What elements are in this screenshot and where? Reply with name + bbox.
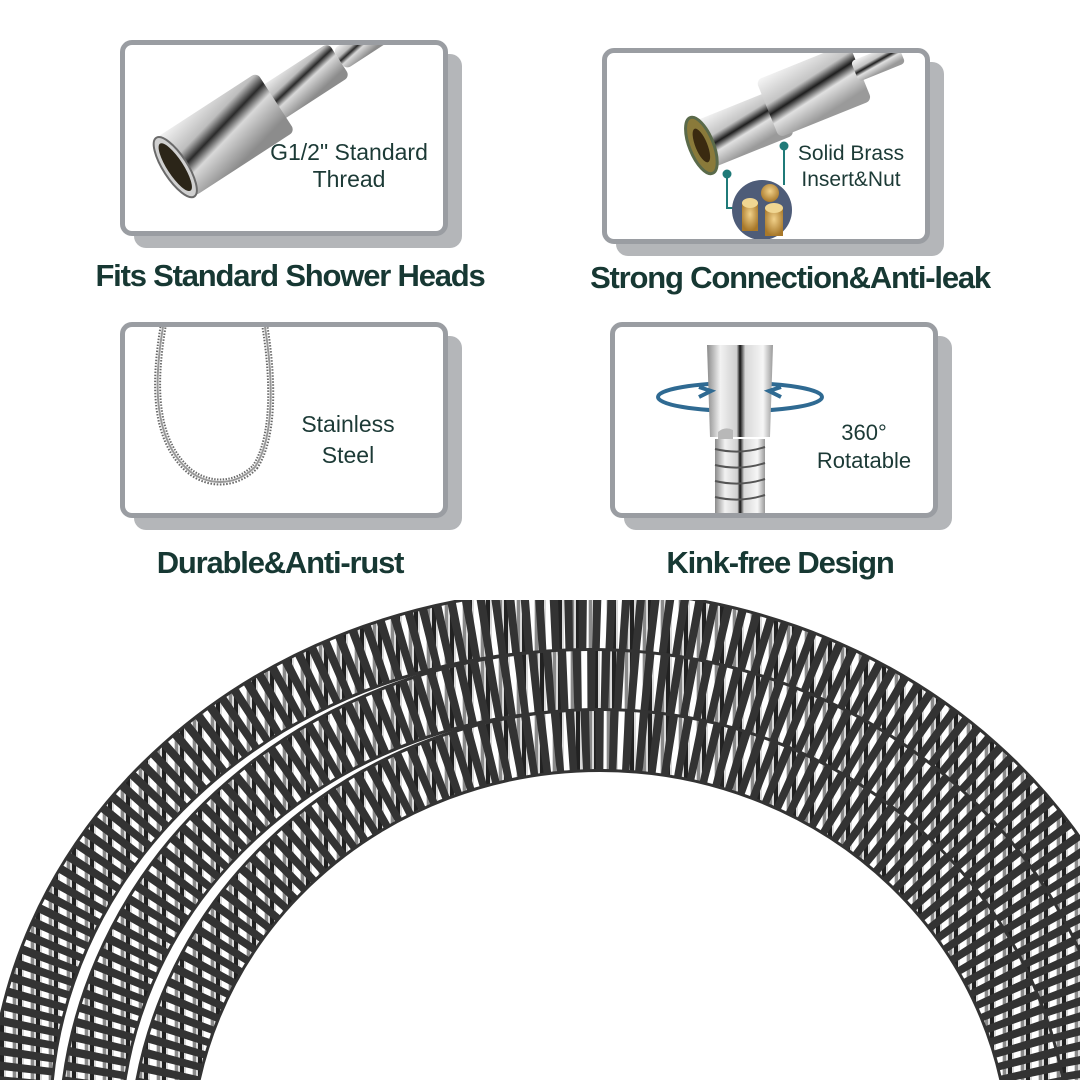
card-frame: Stainless Steel [120, 322, 448, 518]
feature-card-rotatable: 360° Rotatable [610, 322, 952, 530]
card-frame: G1/2" Standard Thread [120, 40, 448, 236]
feature-title-strong-connection: Strong Connection&Anti-leak [590, 260, 991, 295]
caption-line-1: Stainless [301, 411, 395, 437]
shower-connector-thread-icon [152, 45, 394, 199]
feature-title-standard-heads: Fits Standard Shower Heads [95, 258, 485, 293]
caption-line-1: Solid Brass [797, 142, 905, 165]
feature-card-thread: G1/2" Standard Thread [120, 40, 462, 248]
card-caption: Solid Brass Insert&Nut [781, 141, 921, 193]
card-frame: 360° Rotatable [610, 322, 938, 518]
caption-line-2: Insert&Nut [801, 168, 901, 191]
feature-card-stainless: Stainless Steel [120, 322, 462, 530]
coiled-stainless-hose-image [0, 600, 1080, 1080]
feature-card-brass: Solid Brass Insert&Nut [602, 48, 944, 256]
rotate-360-icon [656, 345, 824, 513]
caption-line-2: Thread [312, 166, 386, 192]
card-frame: Solid Brass Insert&Nut [602, 48, 930, 244]
brass-nut-icon [684, 53, 905, 239]
feature-title-kink-free: Kink-free Design [666, 545, 894, 580]
hose-loop-icon [154, 327, 275, 486]
caption-line-1: G1/2" Standard [270, 139, 428, 165]
card-caption: Stainless Steel [283, 409, 413, 471]
caption-line-2: Rotatable [816, 448, 912, 473]
card-caption: 360° Rotatable [799, 419, 929, 475]
card-caption: G1/2" Standard Thread [259, 139, 439, 193]
caption-line-2: Steel [321, 442, 375, 468]
caption-line-1: 360° [841, 420, 887, 445]
feature-title-durable: Durable&Anti-rust [156, 545, 405, 580]
